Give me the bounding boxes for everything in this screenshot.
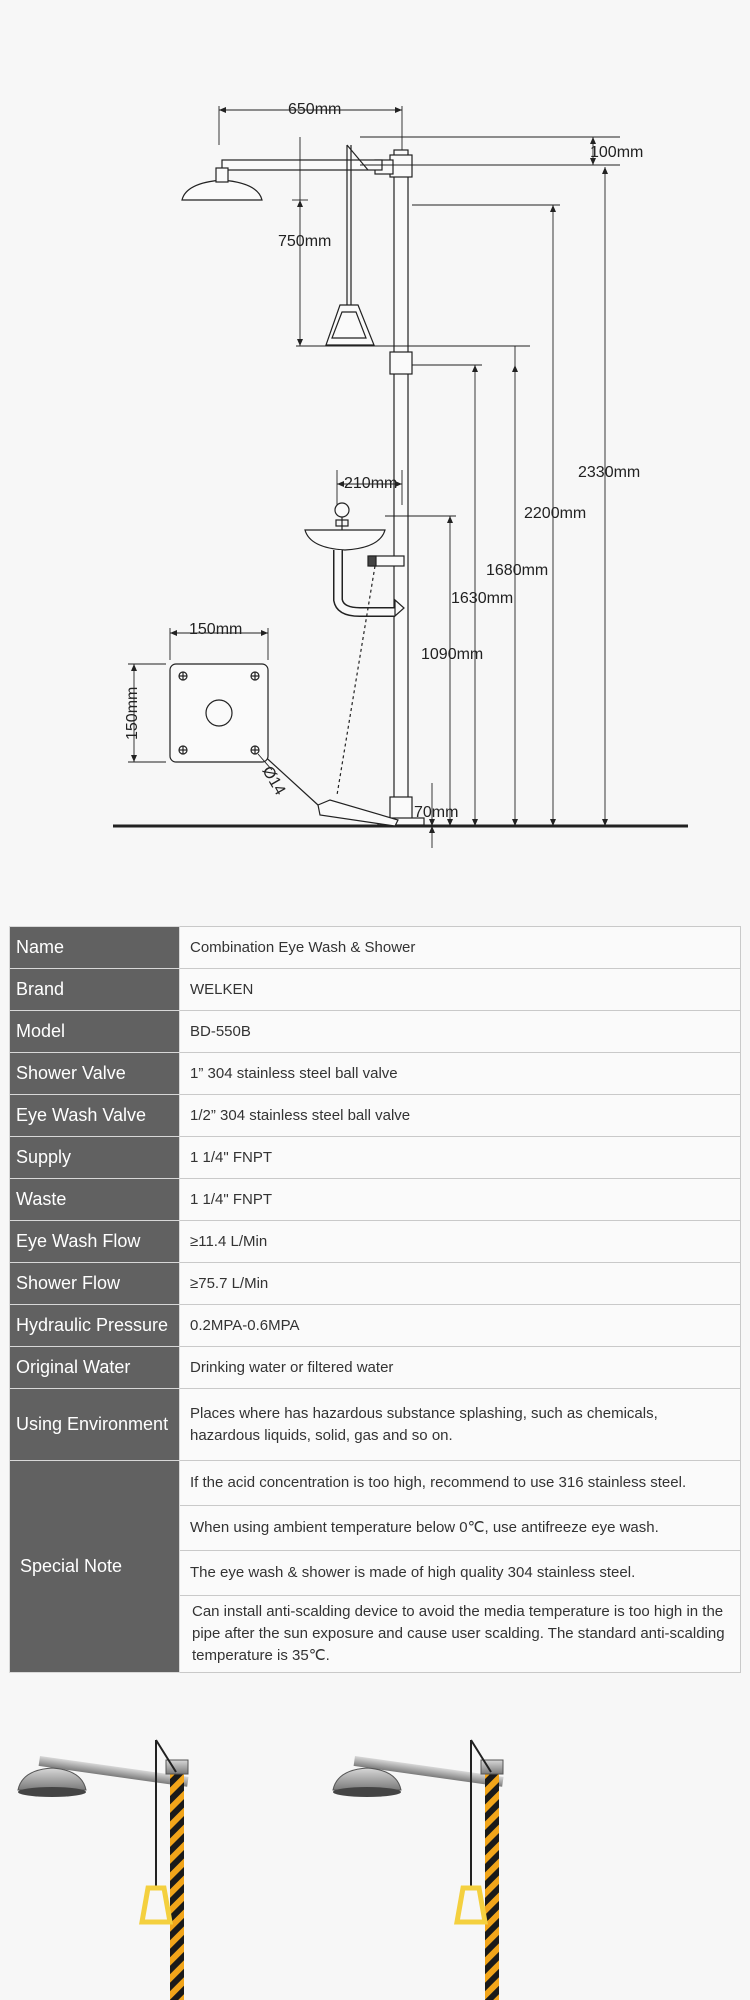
spec-label: Special Note	[9, 1460, 180, 1673]
special-note-item: The eye wash & shower is made of high qu…	[180, 1551, 740, 1596]
special-note-item: Can install anti-scalding device to avoi…	[192, 1603, 725, 1664]
spec-label: Eye Wash Flow	[9, 1220, 180, 1263]
dim-2330: 2330mm	[578, 464, 640, 481]
special-note-item: When using ambient temperature below 0℃,…	[180, 1506, 740, 1551]
spec-row-model: Model BD-550B	[9, 1010, 741, 1053]
spec-value: ≥75.7 L/Min	[179, 1262, 741, 1305]
shower-head	[181, 179, 263, 201]
dim-1090: 1090mm	[421, 646, 483, 663]
dim-750: 750mm	[278, 233, 331, 250]
spec-label: Name	[9, 926, 180, 969]
spec-label: Supply	[9, 1136, 180, 1179]
spec-value: 1/2” 304 stainless steel ball valve	[179, 1094, 741, 1137]
special-note-item: If the acid concentration is too high, r…	[180, 1461, 740, 1506]
spec-row-eyewash-flow: Eye Wash Flow ≥11.4 L/Min	[9, 1220, 741, 1263]
dim-2200: 2200mm	[524, 505, 586, 522]
spec-label: Brand	[9, 968, 180, 1011]
spec-value: Combination Eye Wash & Shower	[179, 926, 741, 969]
bottom-fitting	[389, 796, 413, 820]
spec-label: Shower Flow	[9, 1262, 180, 1305]
pull-handle	[325, 304, 375, 346]
shower-arm	[221, 159, 383, 171]
dim-1680: 1680mm	[486, 562, 548, 579]
dim-150-horizontal: 150mm	[189, 621, 242, 638]
product-photos	[0, 1710, 750, 2000]
spec-value: ≥11.4 L/Min	[179, 1220, 741, 1263]
spec-label: Shower Valve	[9, 1052, 180, 1095]
dim-150-vertical: 150mm	[124, 687, 141, 740]
mid-fitting	[389, 351, 413, 375]
eyewash-bowl	[304, 529, 386, 551]
spec-row-hydraulic-pressure: Hydraulic Pressure 0.2MPA-0.6MPA	[9, 1304, 741, 1347]
spec-row-name: Name Combination Eye Wash & Shower	[9, 926, 741, 969]
spec-row-shower-flow: Shower Flow ≥75.7 L/Min	[9, 1262, 741, 1305]
spec-row-using-environment: Using Environment Places where has hazar…	[9, 1388, 741, 1461]
spec-value: Drinking water or filtered water	[179, 1346, 741, 1389]
dim-1630: 1630mm	[451, 590, 513, 607]
spec-value: 1 1/4" FNPT	[179, 1136, 741, 1179]
spec-value: 0.2MPA-0.6MPA	[179, 1304, 741, 1347]
spec-label: Model	[9, 1010, 180, 1053]
spec-row-brand: Brand WELKEN	[9, 968, 741, 1011]
product-photo-right	[332, 1739, 504, 2000]
spec-table: Name Combination Eye Wash & Shower Brand…	[9, 926, 741, 1673]
spec-label: Waste	[9, 1178, 180, 1221]
base-plate	[169, 663, 269, 763]
spec-value: WELKEN	[179, 968, 741, 1011]
spec-value: 1 1/4" FNPT	[179, 1178, 741, 1221]
spec-value: Places where has hazardous substance spl…	[179, 1388, 741, 1461]
technical-drawing: 650mm 100mm 750mm 2330mm 2200mm 1680mm 1…	[0, 0, 750, 870]
spec-value: BD-550B	[179, 1010, 741, 1053]
spec-label: Hydraulic Pressure	[9, 1304, 180, 1347]
spec-row-eyewash-valve: Eye Wash Valve 1/2” 304 stainless steel …	[9, 1094, 741, 1137]
spec-label: Eye Wash Valve	[9, 1094, 180, 1137]
spec-row-special-note: Special Note If the acid concentration i…	[9, 1460, 741, 1673]
dim-100: 100mm	[590, 144, 643, 161]
spec-row-supply: Supply 1 1/4" FNPT	[9, 1136, 741, 1179]
foot-pedal	[317, 799, 399, 827]
special-note-list: If the acid concentration is too high, r…	[179, 1460, 741, 1673]
spec-label: Original Water	[9, 1346, 180, 1389]
spec-value: 1” 304 stainless steel ball valve	[179, 1052, 741, 1095]
spec-label: Using Environment	[9, 1388, 180, 1461]
spec-row-shower-valve: Shower Valve 1” 304 stainless steel ball…	[9, 1052, 741, 1095]
dim-70: 70mm	[414, 804, 458, 821]
dim-650: 650mm	[288, 101, 341, 118]
spec-row-original-water: Original Water Drinking water or filtere…	[9, 1346, 741, 1389]
dim-210: 210mm	[344, 475, 397, 492]
dim-hole-diameter: Ø14	[259, 764, 289, 799]
spec-row-waste: Waste 1 1/4" FNPT	[9, 1178, 741, 1221]
drawing-svg: 650mm 100mm 750mm 2330mm 2200mm 1680mm 1…	[113, 101, 688, 848]
product-photo-left	[17, 1739, 189, 2000]
